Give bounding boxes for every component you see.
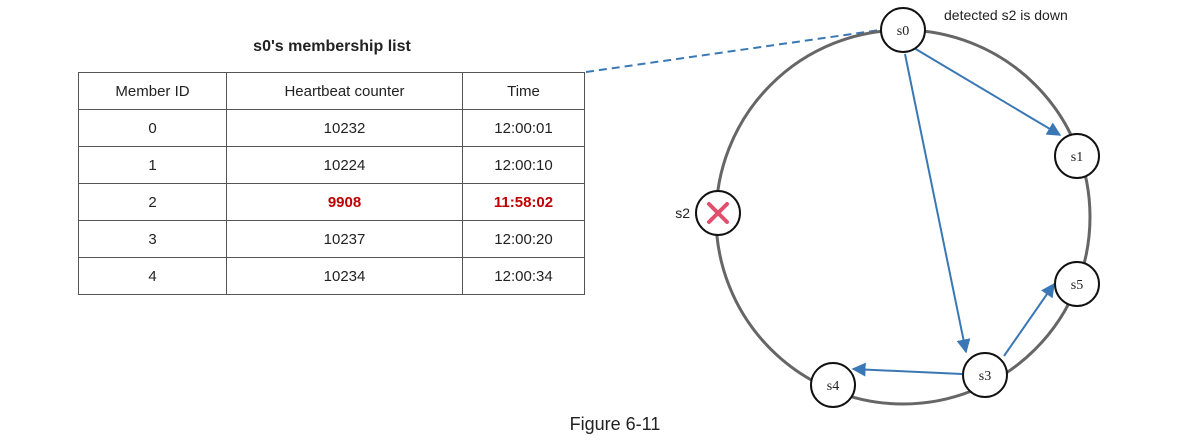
- detection-annotation: detected s2 is down: [944, 7, 1068, 23]
- header-member-id: Member ID: [78, 72, 227, 110]
- dashed-connector: [585, 29, 881, 73]
- node-s5: s5: [1054, 261, 1100, 307]
- node-s0-label: s0: [897, 24, 909, 39]
- table-row: 4 10234 12:00:34: [78, 257, 585, 295]
- cell-time-stale: 11:58:02: [462, 183, 585, 221]
- hash-ring: [714, 28, 1092, 406]
- header-time: Time: [462, 72, 585, 110]
- cell-heartbeat: 10232: [226, 109, 463, 147]
- cell-time: 12:00:20: [462, 220, 585, 258]
- cell-heartbeat-stale: 9908: [226, 183, 463, 221]
- cell-heartbeat: 10234: [226, 257, 463, 295]
- cell-time: 12:00:01: [462, 109, 585, 147]
- cell-member-id: 4: [78, 257, 227, 295]
- cell-heartbeat: 10224: [226, 146, 463, 184]
- cell-member-id: 0: [78, 109, 227, 147]
- table-row-down: 2 9908 11:58:02: [78, 183, 585, 221]
- table-row: 0 10232 12:00:01: [78, 109, 585, 147]
- node-s0: s0: [880, 7, 926, 53]
- node-s4-label: s4: [827, 379, 839, 394]
- table-row: 1 10224 12:00:10: [78, 146, 585, 184]
- membership-table: Member ID Heartbeat counter Time 0 10232…: [78, 72, 585, 295]
- node-s3: s3: [962, 352, 1008, 398]
- node-s2-failed: [695, 190, 741, 236]
- header-heartbeat-counter: Heartbeat counter: [226, 72, 463, 110]
- node-s4: s4: [810, 362, 856, 408]
- table-title: s0's membership list: [253, 38, 411, 55]
- node-s2-label: s2: [675, 205, 690, 221]
- table-header-row: Member ID Heartbeat counter Time: [78, 72, 585, 110]
- arrow-s0-to-s1: [913, 47, 1062, 136]
- arrow-s3-to-s4: [851, 362, 963, 377]
- node-s5-label: s5: [1071, 278, 1083, 293]
- table-row: 3 10237 12:00:20: [78, 220, 585, 258]
- arrow-s3-to-s5: [1003, 282, 1055, 357]
- cross-icon: [707, 202, 729, 224]
- arrow-s0-to-s3: [904, 53, 971, 354]
- node-s1-label: s1: [1071, 150, 1083, 165]
- node-s3-label: s3: [979, 369, 991, 384]
- cell-time: 12:00:34: [462, 257, 585, 295]
- figure-caption: Figure 6-11: [569, 414, 661, 434]
- cell-heartbeat: 10237: [226, 220, 463, 258]
- cell-member-id: 1: [78, 146, 227, 184]
- node-s1: s1: [1054, 133, 1100, 179]
